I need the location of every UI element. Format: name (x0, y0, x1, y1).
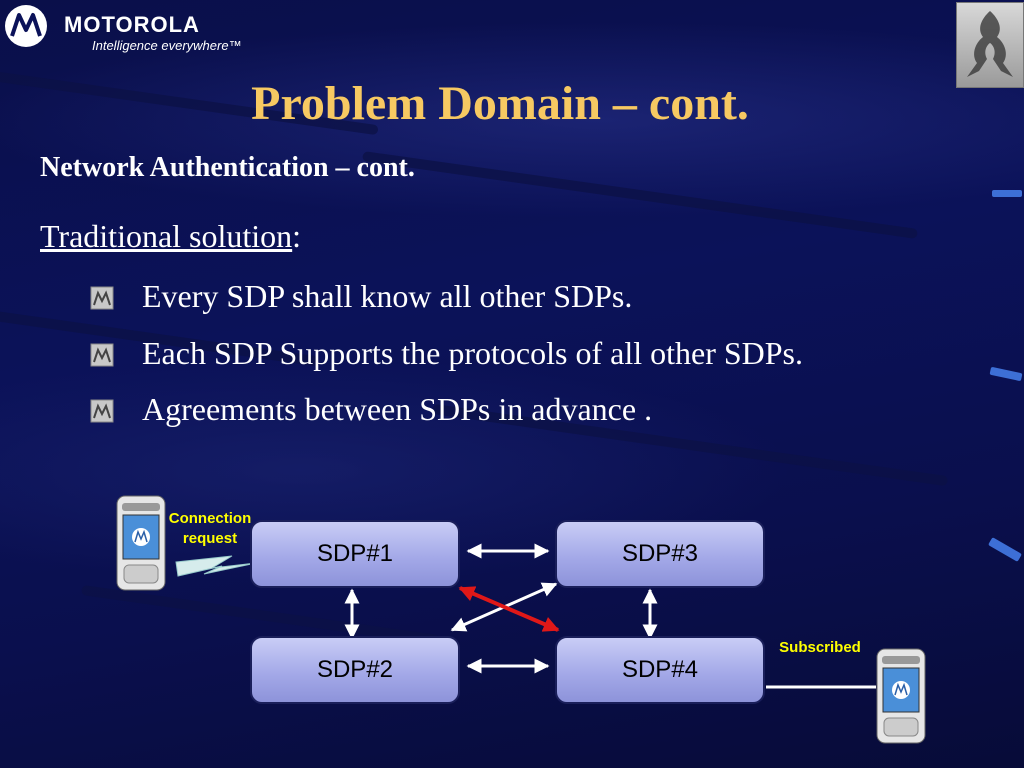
bullet-icon (90, 343, 114, 367)
section-heading: Traditional solution: (40, 218, 301, 255)
sdp-node-1: SDP#1 (250, 520, 460, 588)
bullet-icon (90, 399, 114, 423)
sdp-node-4: SDP#4 (555, 636, 765, 704)
arrow-sdp1-sdp4 (458, 586, 560, 632)
sdp-node-2: SDP#2 (250, 636, 460, 704)
bullet-text: Agreements between SDPs in advance . (142, 391, 653, 427)
bullet-text: Every SDP shall know all other SDPs. (142, 278, 633, 314)
lightning-bolt (175, 555, 257, 577)
slide-subtitle: Network Authentication – cont. (40, 152, 415, 183)
connection-request-label: Connection request (168, 510, 252, 547)
section-colon: : (292, 218, 302, 254)
subscribed-label: Subscribed (779, 639, 861, 656)
brand-tagline: Intelligence everywhere™ (92, 38, 242, 53)
section-label: Traditional solution (40, 218, 293, 254)
motorola-logo-icon (5, 5, 47, 47)
mobile-phone-icon (876, 648, 926, 744)
decorative-dash (992, 190, 1022, 197)
bullet-icon (90, 286, 114, 310)
mobile-phone-icon (116, 495, 166, 591)
brand-name: MOTOROLA (64, 12, 200, 37)
slide-title: Problem Domain – cont. (251, 77, 749, 130)
bullet-text: Each SDP Supports the protocols of all o… (142, 335, 803, 371)
sdp-node-3: SDP#3 (555, 520, 765, 588)
